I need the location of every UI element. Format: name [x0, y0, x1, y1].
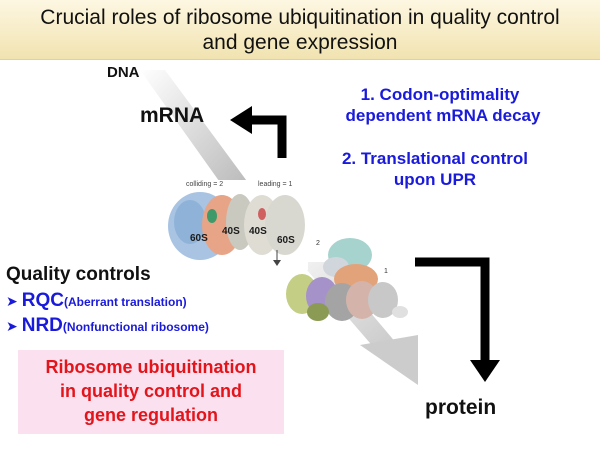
subunit-40s-right: 40S	[249, 226, 267, 237]
arrow-bullet-icon: ➤	[6, 293, 18, 309]
quality-controls-heading: Quality controls	[6, 264, 151, 285]
role-2-line-1: 2. Translational control	[341, 149, 529, 168]
title-line-2: and gene expression	[202, 31, 398, 54]
protein-label: protein	[425, 396, 497, 419]
mrna-feedback-arrow	[230, 106, 287, 158]
role-1-line-2: dependent mRNA decay	[345, 106, 541, 125]
complex-label-2: 2	[316, 240, 320, 247]
subunit-60s-left: 60S	[190, 233, 208, 244]
qc-abbr: RQC	[21, 290, 64, 311]
qc-desc: (Nonfunctional ribosome)	[62, 320, 209, 334]
qc-abbr: NRD	[21, 315, 63, 336]
page-title: Crucial roles of ribosome ubiquitination…	[0, 0, 600, 60]
highlight-line-2: in quality control and	[59, 381, 242, 401]
subunit-40s-left: 40S	[222, 226, 240, 237]
collided-ribosomes-figure	[168, 180, 308, 270]
ubiquitination-highlight-box: Ribosome ubiquitination in quality contr…	[18, 350, 284, 434]
qc-item-rqc: ➤RQC(Aberrant translation)	[6, 290, 187, 312]
qc-item-nrd: ➤NRD(Nonfunctional ribosome)	[6, 315, 209, 337]
ubiquitination-complex-figure	[286, 238, 408, 321]
colliding-label: colliding = 2	[186, 181, 224, 188]
protein-output-arrow	[415, 257, 500, 382]
title-line-1: Crucial roles of ribosome ubiquitination…	[40, 6, 560, 29]
role-1: 1. Codon-optimality dependent mRNA decay	[300, 84, 580, 126]
role-2-line-2: upon UPR	[393, 170, 477, 189]
qc-desc: (Aberrant translation)	[63, 295, 187, 309]
arrow-bullet-icon: ➤	[6, 318, 18, 334]
dna-label: DNA	[107, 64, 140, 81]
subunit-60s-right: 60S	[277, 235, 295, 246]
mrna-label: mRNA	[140, 104, 205, 127]
transcription-gradient-arrow	[140, 70, 252, 188]
highlight-line-1: Ribosome ubiquitination	[45, 357, 257, 377]
role-2: 2. Translational control upon UPR	[300, 148, 570, 190]
complex-label-1: 1	[384, 268, 388, 275]
highlight-line-3: gene regulation	[83, 405, 218, 425]
role-1-line-1: 1. Codon-optimality	[360, 85, 520, 104]
leading-label: leading = 1	[258, 181, 293, 188]
